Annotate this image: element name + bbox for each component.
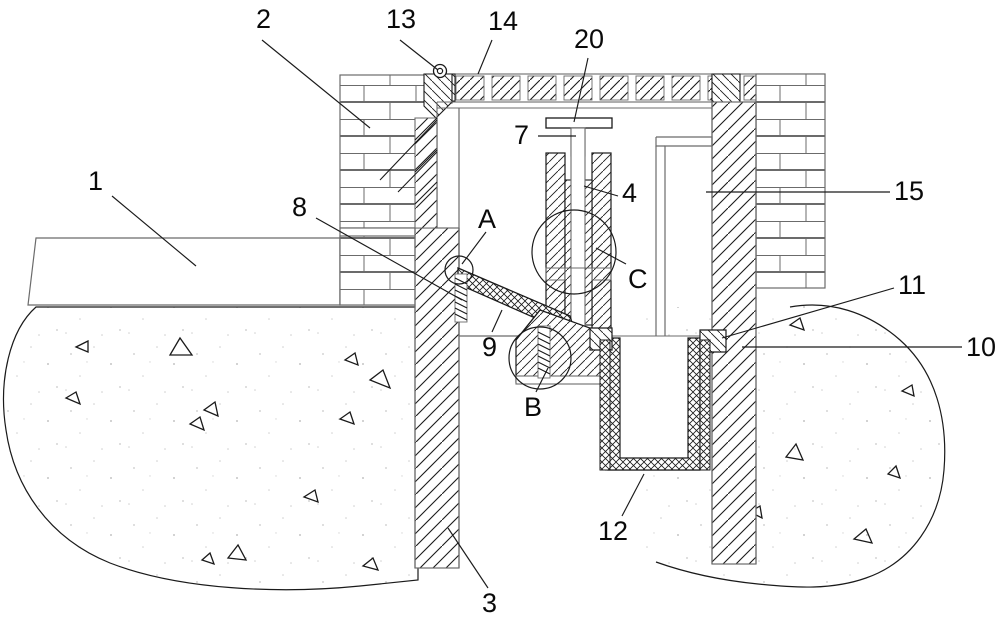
detail-circle-b [508,326,572,390]
valve-cap-20 [545,117,613,129]
ref-label-8: 8 [292,192,308,222]
soil-aggregate-marks [64,336,392,571]
road-slab-1 [27,237,341,306]
leader-line-11 [721,287,895,339]
leader-line-b [535,367,549,393]
leader-line-3 [447,527,489,589]
detail-circle-c [531,209,617,295]
spring-left [454,273,468,323]
leader-line-4 [583,185,619,197]
leader-line-8 [315,217,463,301]
ref-label-b: B [524,392,543,422]
ref-label-15: 15 [894,176,925,206]
conduit-strip [599,339,711,471]
leader-line-9 [491,309,503,333]
collection-basin-12 [604,335,701,471]
hook-pipe [655,136,713,336]
ref-label-9: 9 [482,332,498,362]
leader-line-13 [399,39,439,71]
leader-lines [111,39,962,589]
brick-wall-15 [755,73,826,289]
leader-line-a [461,231,487,265]
ref-label-1: 1 [88,166,104,196]
ref-label-2: 2 [256,4,272,34]
ref-label-13: 13 [386,4,417,34]
detail-circle-a [444,255,474,285]
ref-label-11: 11 [898,270,927,300]
ref-label-7: 7 [514,120,530,150]
leader-line-14 [477,39,493,75]
ref-label-20: 20 [574,24,605,54]
ref-label-14: 14 [488,6,519,36]
spring-right [537,325,551,379]
leader-line-1 [111,195,197,267]
valve-assembly [545,117,613,341]
foundation-3 [379,102,460,569]
ref-label-a: A [478,204,497,234]
leader-line-20 [573,57,589,123]
leader-line-c [595,247,627,265]
soil-left [3,306,419,591]
ref-label-3: 3 [482,588,498,618]
leader-line-12 [621,473,645,517]
ref-label-c: C [628,264,648,294]
pivot-13-icon [432,63,448,79]
ref-label-10: 10 [966,332,997,362]
ref-label-12: 12 [598,516,629,546]
ref-label-4: 4 [622,178,638,208]
leader-line-2 [261,39,371,129]
